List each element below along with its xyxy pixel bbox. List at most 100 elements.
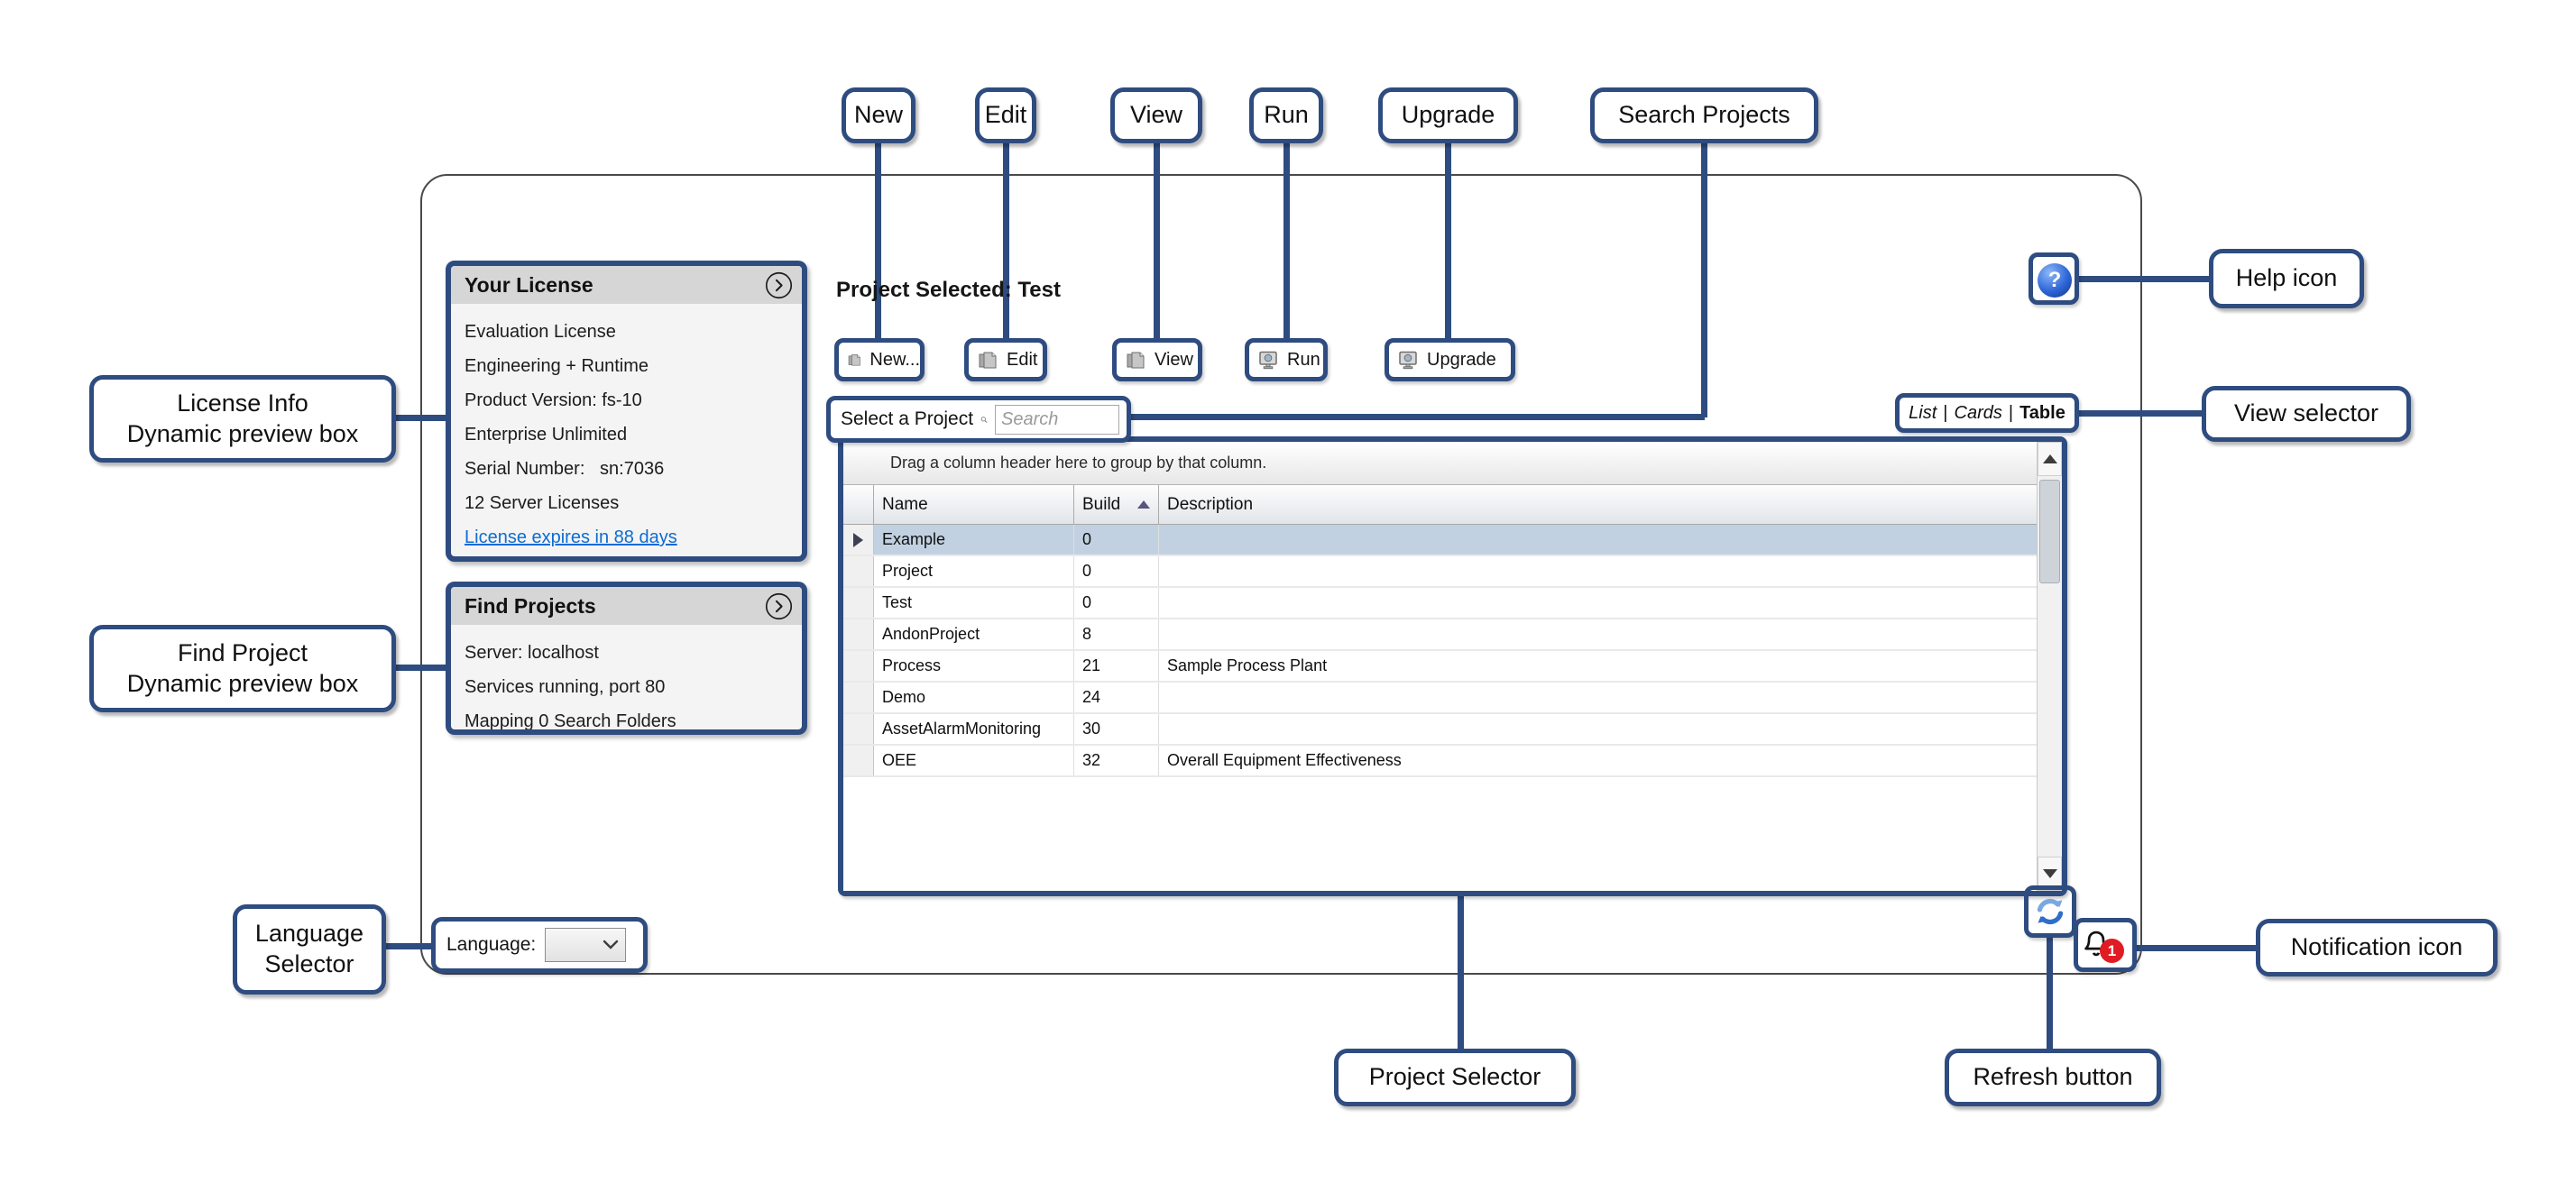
table-row[interactable]: AssetAlarmMonitoring 30 bbox=[843, 714, 2062, 746]
page-title: Project Selected: Test bbox=[836, 278, 1061, 302]
callout-language-selector-line1: Language bbox=[254, 920, 364, 948]
grid-header-name[interactable]: Name bbox=[874, 485, 1074, 524]
callout-project-selector: Project Selector bbox=[1334, 1049, 1576, 1106]
connector-help bbox=[2075, 276, 2209, 282]
license-line: Serial Number: sn:7036 bbox=[465, 459, 665, 479]
callout-license-info: License Info Dynamic preview box bbox=[89, 375, 396, 463]
document-icon bbox=[848, 354, 860, 366]
chevron-down-icon bbox=[603, 940, 619, 949]
scroll-down-button[interactable] bbox=[2038, 857, 2062, 891]
row-indicator bbox=[843, 588, 874, 618]
view-switch-separator: | bbox=[2008, 402, 2014, 423]
scroll-up-button[interactable] bbox=[2038, 442, 2062, 476]
callout-project-selector-label: Project Selector bbox=[1368, 1063, 1541, 1091]
callout-search-projects-label: Search Projects bbox=[1618, 101, 1790, 129]
license-line: Product Version: fs-10 bbox=[465, 390, 642, 410]
license-panel-body: Evaluation License Engineering + Runtime… bbox=[451, 304, 802, 555]
document-icon bbox=[1127, 352, 1145, 369]
grid-group-panel[interactable]: Drag a column header here to group by th… bbox=[843, 442, 2062, 485]
sort-ascending-icon bbox=[1137, 500, 1150, 509]
upgrade-button-label: Upgrade bbox=[1427, 349, 1496, 370]
row-selected-arrow-icon bbox=[853, 532, 863, 547]
connector-project-selector bbox=[1458, 894, 1464, 1050]
license-line: 12 Server Licenses bbox=[465, 493, 620, 513]
language-dropdown[interactable] bbox=[545, 928, 627, 962]
grid-header-indicator bbox=[843, 485, 874, 524]
search-input[interactable] bbox=[995, 404, 1119, 435]
grid-header-description[interactable]: Description bbox=[1167, 494, 1254, 514]
new-button-label: New... bbox=[869, 349, 920, 370]
grid-header-build[interactable]: Build bbox=[1074, 485, 1159, 524]
document-icon bbox=[979, 352, 997, 369]
callout-refresh-button-label: Refresh button bbox=[1973, 1063, 2133, 1091]
select-project-label: Select a Project bbox=[841, 408, 974, 429]
run-button-label: Run bbox=[1287, 349, 1320, 370]
callout-view-selector-label: View selector bbox=[2233, 399, 2379, 427]
callout-view-selector: View selector bbox=[2202, 386, 2411, 442]
table-row[interactable]: Example 0 bbox=[843, 525, 2062, 556]
arrow-up-icon bbox=[2042, 454, 2057, 463]
view-button[interactable]: View bbox=[1112, 338, 1202, 381]
callout-run-label: Run bbox=[1264, 101, 1309, 129]
find-projects-panel-header: Find Projects bbox=[451, 587, 802, 625]
edit-button-label: Edit bbox=[1007, 349, 1038, 370]
row-indicator bbox=[843, 525, 874, 555]
view-switcher: List | Cards | Table bbox=[1895, 393, 2079, 433]
callout-notification-icon: Notification icon bbox=[2256, 919, 2498, 977]
connector-search-projects-link bbox=[1126, 414, 1705, 420]
view-switch-cards[interactable]: Cards bbox=[1954, 402, 2002, 423]
search-icon bbox=[980, 416, 988, 423]
connector-edit bbox=[1003, 141, 1009, 342]
connector-view-selector bbox=[2075, 410, 2202, 417]
license-expiry-link[interactable]: License expires in 88 days bbox=[465, 527, 677, 547]
table-row[interactable]: Process 21 Sample Process Plant bbox=[843, 651, 2062, 683]
connector-upgrade bbox=[1445, 141, 1451, 342]
monitor-icon bbox=[1399, 351, 1417, 370]
project-grid-annotation: Drag a column header here to group by th… bbox=[838, 436, 2067, 896]
connector-view bbox=[1154, 141, 1160, 342]
callout-search-projects: Search Projects bbox=[1590, 87, 1818, 143]
row-indicator bbox=[843, 556, 874, 586]
refresh-icon[interactable] bbox=[2031, 893, 2069, 931]
callout-language-selector-line2: Selector bbox=[264, 950, 354, 977]
license-line: Engineering + Runtime bbox=[465, 356, 649, 376]
callout-view: View bbox=[1110, 87, 1202, 143]
table-row[interactable]: Test 0 bbox=[843, 588, 2062, 619]
edit-button[interactable]: Edit bbox=[964, 338, 1047, 381]
scrollbar-thumb[interactable] bbox=[2039, 480, 2060, 583]
arrow-down-icon bbox=[2042, 869, 2057, 878]
run-button[interactable]: Run bbox=[1245, 338, 1328, 381]
callout-license-info-line2: Dynamic preview box bbox=[126, 419, 359, 447]
view-switch-table[interactable]: Table bbox=[2019, 402, 2065, 423]
view-switch-separator: | bbox=[1943, 402, 1948, 423]
connector-new bbox=[875, 141, 881, 342]
table-row[interactable]: OEE 32 Overall Equipment Effectiveness bbox=[843, 746, 2062, 777]
find-projects-panel-title: Find Projects bbox=[465, 593, 596, 618]
find-projects-line: Services running, port 80 bbox=[465, 677, 666, 697]
row-indicator bbox=[843, 746, 874, 775]
upgrade-button[interactable]: Upgrade bbox=[1385, 338, 1515, 381]
callout-find-project: Find Project Dynamic preview box bbox=[89, 625, 396, 712]
find-projects-line: Mapping 0 Search Folders bbox=[465, 711, 676, 731]
callout-help-icon-label: Help icon bbox=[2235, 264, 2338, 292]
license-line: Enterprise Unlimited bbox=[465, 425, 628, 445]
chevron-circle-icon[interactable] bbox=[765, 271, 793, 299]
connector-language bbox=[382, 943, 435, 949]
help-icon[interactable]: ? bbox=[2038, 263, 2072, 298]
connector-license-info bbox=[394, 415, 448, 421]
table-row[interactable]: AndonProject 8 bbox=[843, 619, 2062, 651]
vertical-scrollbar[interactable] bbox=[2037, 442, 2062, 891]
view-switch-list[interactable]: List bbox=[1909, 402, 1937, 423]
new-button[interactable]: New... bbox=[834, 338, 925, 381]
callout-run: Run bbox=[1249, 87, 1323, 143]
find-projects-panel: Find Projects Server: localhost Services… bbox=[446, 582, 807, 735]
table-row[interactable]: Demo 24 bbox=[843, 683, 2062, 714]
callout-upgrade-label: Upgrade bbox=[1401, 101, 1495, 129]
callout-upgrade: Upgrade bbox=[1378, 87, 1518, 143]
connector-run bbox=[1283, 141, 1290, 342]
connector-search-projects bbox=[1701, 141, 1707, 417]
grid-header-build-label: Build bbox=[1082, 494, 1121, 514]
chevron-circle-icon[interactable] bbox=[765, 592, 793, 620]
table-row[interactable]: Project 0 bbox=[843, 556, 2062, 588]
license-panel: Your License Evaluation License Engineer… bbox=[446, 261, 807, 562]
